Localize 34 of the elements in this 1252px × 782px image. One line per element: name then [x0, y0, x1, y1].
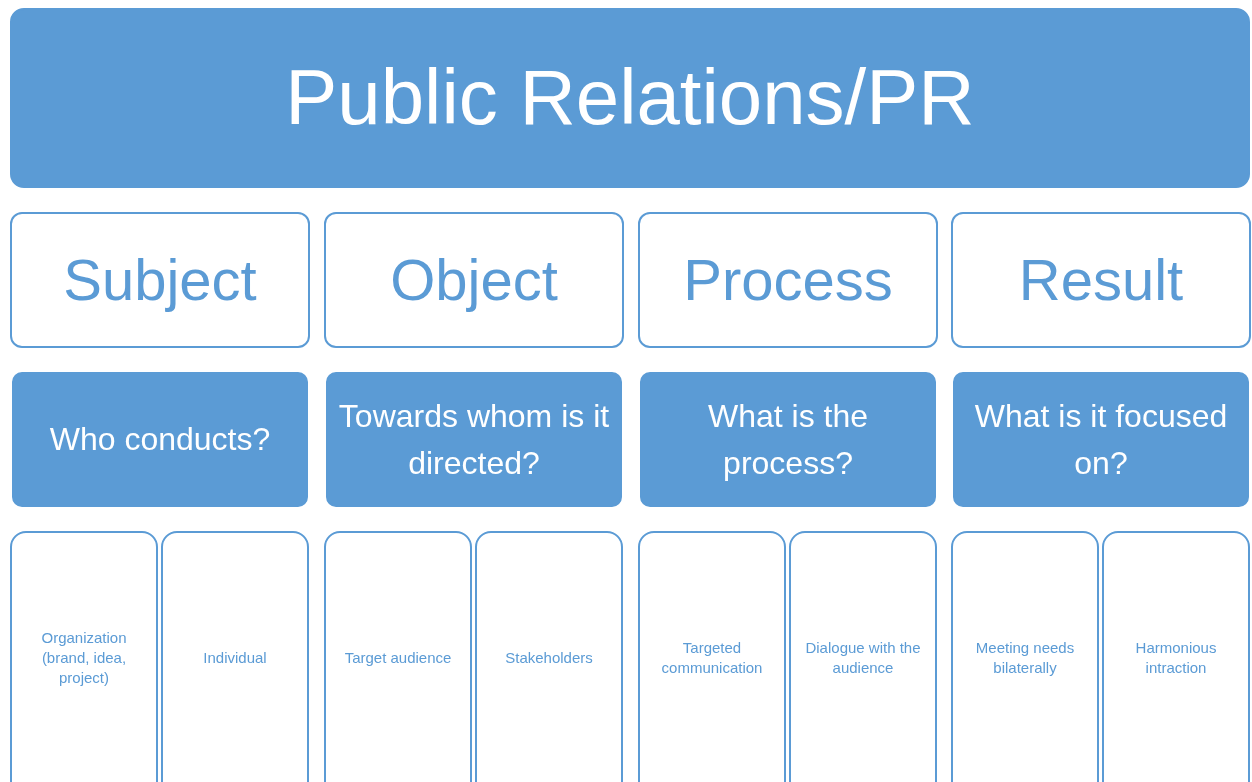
box-text: Process: [683, 245, 893, 314]
question-box: [953, 372, 1249, 507]
box-text: What is the process?: [706, 397, 870, 483]
box-text: Public Relations/PR: [285, 52, 975, 144]
box-text: Target audience: [344, 647, 452, 668]
box-text: Object: [390, 245, 558, 314]
box-text: Organization (brand, idea, project): [40, 627, 128, 689]
box-text: Harmonious intraction: [1134, 637, 1218, 678]
box-text: Individual: [203, 647, 267, 668]
title-banner: [10, 8, 1250, 188]
box-text: Who conducts?: [49, 420, 271, 460]
box-text: Towards whom is it directed?: [337, 397, 611, 483]
item-card: [951, 531, 1099, 782]
question-box: [12, 372, 308, 507]
box-text: What is it focused on?: [973, 397, 1229, 483]
item-card: [1102, 531, 1250, 782]
category-box: [324, 212, 624, 348]
item-card: [10, 531, 158, 782]
question-box: [326, 372, 622, 507]
box-text: Dialogue with the audience: [804, 637, 922, 678]
question-box: [640, 372, 936, 507]
item-card: [638, 531, 786, 782]
box-text: Targeted communication: [660, 637, 764, 678]
item-card: [475, 531, 623, 782]
box-text: Result: [1018, 245, 1184, 314]
box-text: Subject: [63, 245, 257, 314]
category-box: [638, 212, 938, 348]
box-text: Meeting needs bilaterally: [974, 637, 1076, 678]
category-box: [951, 212, 1251, 348]
category-box: [10, 212, 310, 348]
item-card: [789, 531, 937, 782]
item-card: [161, 531, 309, 782]
item-card: [324, 531, 472, 782]
box-text: Stakeholders: [505, 647, 593, 668]
